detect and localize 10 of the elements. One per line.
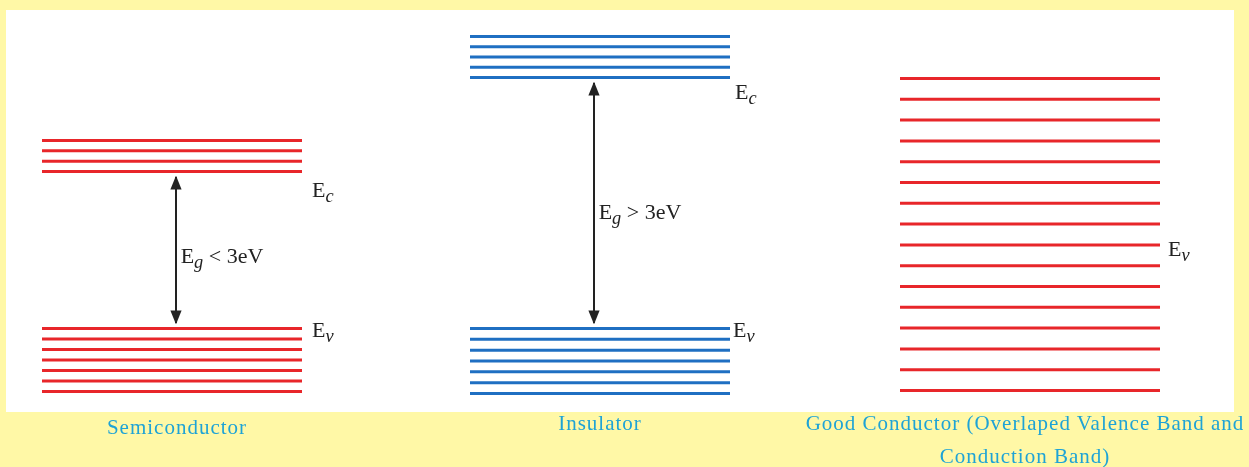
energy-level-label: E$_{v}$ (1168, 238, 1190, 265)
energy-level-label: E$_{v}$ (733, 319, 755, 346)
double-arrow (588, 81, 600, 325)
energy-level-label: E$_{c}$ (312, 179, 334, 206)
energy-level-label: E$_{v}$ (312, 319, 334, 346)
caption-text: Semiconductor (105, 414, 249, 441)
caption-text: Good Conductor (Overlaped Valence Band and Conduction Band) (804, 410, 1246, 467)
double-arrow (170, 175, 182, 325)
energy-level-label: E$_{c}$ (735, 81, 757, 108)
caption-text: Insulator (557, 410, 643, 437)
